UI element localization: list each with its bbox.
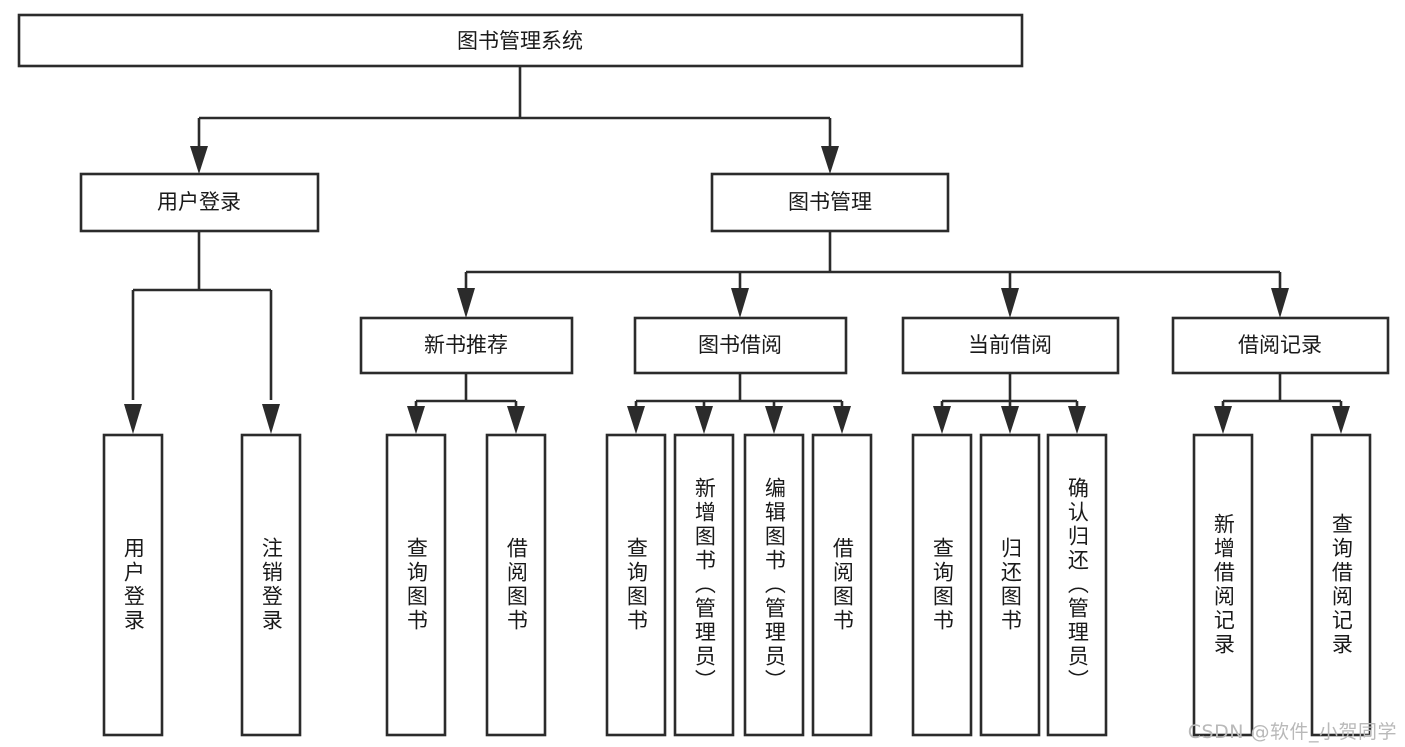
arrow-to-leaf-user-logout bbox=[262, 404, 280, 434]
arrow-to-leaf-query-book-2 bbox=[627, 406, 645, 434]
connector-user-login-children bbox=[131, 231, 273, 400]
arrow-to-borrow-record bbox=[1271, 288, 1289, 318]
arrow-to-book-borrow bbox=[731, 288, 749, 318]
node-new-book-recommend-label: 新书推荐 bbox=[424, 333, 508, 357]
arrow-to-leaf-borrow-book-1 bbox=[507, 406, 525, 434]
arrow-to-leaf-query-record bbox=[1332, 406, 1350, 434]
node-book-manage-label: 图书管理 bbox=[788, 190, 872, 214]
arrow-to-leaf-edit-book bbox=[765, 406, 783, 434]
node-book-manage[interactable]: 图书管理 bbox=[710, 172, 950, 233]
node-root-label: 图书管理系统 bbox=[457, 29, 583, 53]
node-leaf-add-record[interactable] bbox=[1192, 433, 1254, 737]
connector-current-borrow-children bbox=[940, 373, 1079, 408]
arrow-to-leaf-query-book-1 bbox=[407, 406, 425, 434]
arrow-to-leaf-add-book bbox=[695, 406, 713, 434]
arrow-to-leaf-borrow-book-2 bbox=[833, 406, 851, 434]
node-leaf-add-book[interactable] bbox=[673, 433, 735, 737]
connector-root-trunk bbox=[197, 66, 832, 148]
arrow-to-leaf-user-login bbox=[124, 404, 142, 434]
node-leaf-borrow-book-2[interactable] bbox=[811, 433, 873, 737]
arrow-to-leaf-return-book bbox=[1001, 406, 1019, 434]
node-leaf-query-book-1[interactable] bbox=[385, 433, 447, 737]
arrow-to-user-login bbox=[190, 146, 208, 174]
node-root[interactable]: 图书管理系统 bbox=[17, 13, 1024, 68]
node-current-borrow[interactable]: 当前借阅 bbox=[901, 316, 1120, 375]
node-leaf-borrow-book-1[interactable] bbox=[485, 433, 547, 737]
node-user-login-label: 用户登录 bbox=[157, 190, 241, 214]
node-leaf-return-book[interactable] bbox=[979, 433, 1041, 737]
node-current-borrow-label: 当前借阅 bbox=[968, 333, 1052, 357]
connector-borrow-record-children bbox=[1221, 373, 1343, 408]
node-book-borrow[interactable]: 图书借阅 bbox=[633, 316, 848, 375]
node-leaf-confirm-return[interactable] bbox=[1046, 433, 1108, 737]
watermark-text: CSDN @软件_小贺同学 bbox=[1187, 721, 1397, 743]
connector-new-book-recommend-children bbox=[414, 373, 518, 408]
node-leaf-user-logout[interactable] bbox=[240, 433, 302, 737]
connector-book-manage-children bbox=[464, 231, 1282, 288]
arrow-to-book-manage bbox=[821, 146, 839, 174]
node-leaf-edit-book[interactable] bbox=[743, 433, 805, 737]
arrow-to-current-borrow bbox=[1001, 288, 1019, 318]
node-borrow-record[interactable]: 借阅记录 bbox=[1171, 316, 1390, 375]
node-borrow-record-label: 借阅记录 bbox=[1238, 333, 1322, 357]
node-leaf-query-record[interactable] bbox=[1310, 433, 1372, 737]
arrow-to-new-book-recommend bbox=[457, 288, 475, 318]
node-leaf-query-book-3[interactable] bbox=[911, 433, 973, 737]
arrow-to-leaf-confirm-return bbox=[1068, 406, 1086, 434]
arrow-to-leaf-add-record bbox=[1214, 406, 1232, 434]
arrow-to-leaf-query-book-3 bbox=[933, 406, 951, 434]
node-leaf-user-login[interactable] bbox=[102, 433, 164, 737]
node-user-login[interactable]: 用户登录 bbox=[79, 172, 320, 233]
node-new-book-recommend[interactable]: 新书推荐 bbox=[359, 316, 574, 375]
connector-book-borrow-children bbox=[634, 373, 844, 408]
node-leaf-query-book-2[interactable] bbox=[605, 433, 667, 737]
node-book-borrow-label: 图书借阅 bbox=[698, 333, 782, 357]
